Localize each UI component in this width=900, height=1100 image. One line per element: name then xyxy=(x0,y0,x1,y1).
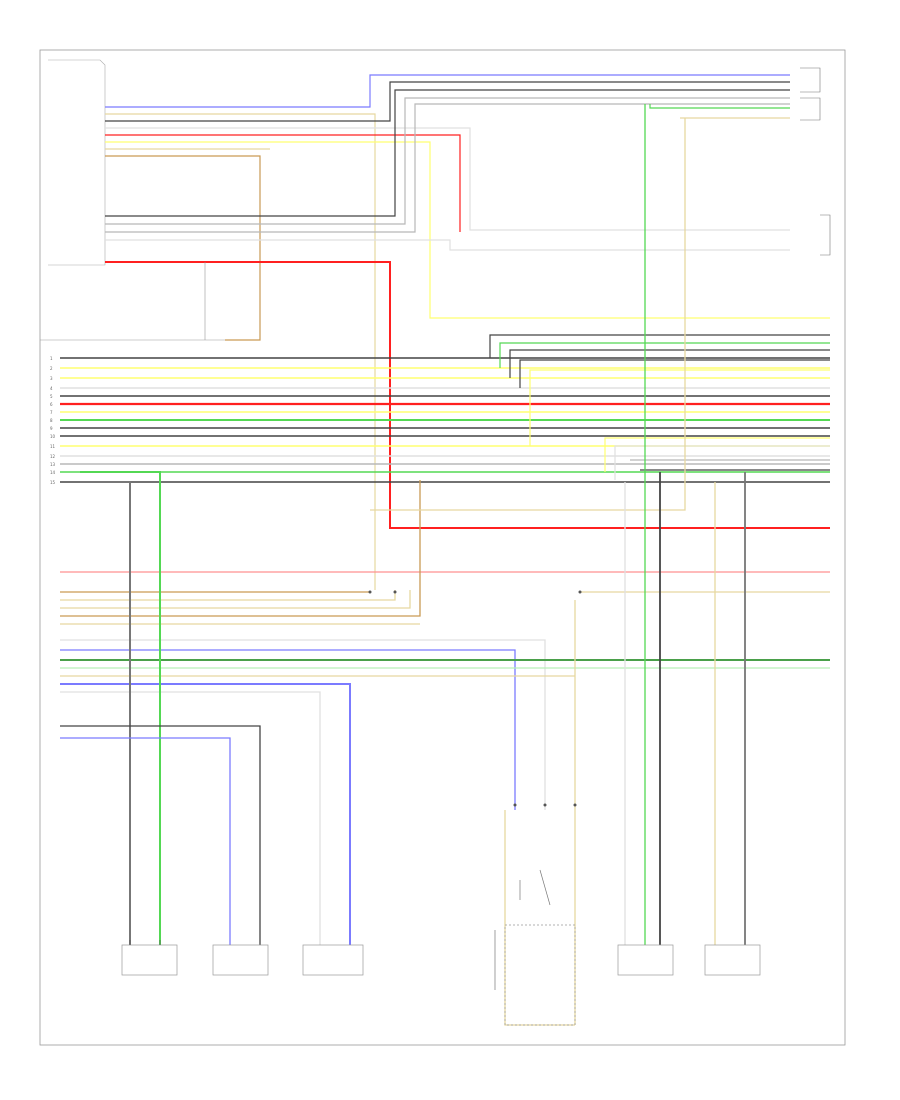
svg-text:7: 7 xyxy=(50,410,53,415)
risers xyxy=(489,334,830,480)
svg-text:10: 10 xyxy=(50,434,56,439)
svg-text:15: 15 xyxy=(50,480,56,485)
svg-text:14: 14 xyxy=(50,470,56,475)
component-c3 xyxy=(302,944,364,976)
component-c1 xyxy=(121,940,178,976)
right-connector-group xyxy=(800,67,831,256)
svg-text:5: 5 xyxy=(50,394,53,399)
upper-wires xyxy=(105,74,830,590)
component-c4 xyxy=(504,924,576,1026)
component-c5 xyxy=(617,944,674,976)
svg-text:12: 12 xyxy=(50,454,56,459)
svg-text:6: 6 xyxy=(50,402,53,407)
svg-text:2: 2 xyxy=(50,366,53,371)
svg-text:9: 9 xyxy=(50,426,53,431)
svg-text:8: 8 xyxy=(50,418,53,423)
lower-wires xyxy=(60,471,746,1026)
switch-symbol xyxy=(494,869,551,990)
connector-dots xyxy=(368,590,582,807)
diagram-border xyxy=(39,49,846,1046)
middle-wires xyxy=(60,104,830,1025)
module-outline-left xyxy=(48,59,106,266)
splice-lines xyxy=(40,262,225,341)
svg-text:1: 1 xyxy=(50,356,53,361)
svg-text:11: 11 xyxy=(50,444,56,449)
component-c2 xyxy=(212,944,269,976)
svg-text:3: 3 xyxy=(50,376,53,381)
component-c6 xyxy=(704,944,761,976)
svg-text:13: 13 xyxy=(50,462,56,467)
svg-text:4: 4 xyxy=(50,386,53,391)
bus-wires xyxy=(60,357,830,483)
